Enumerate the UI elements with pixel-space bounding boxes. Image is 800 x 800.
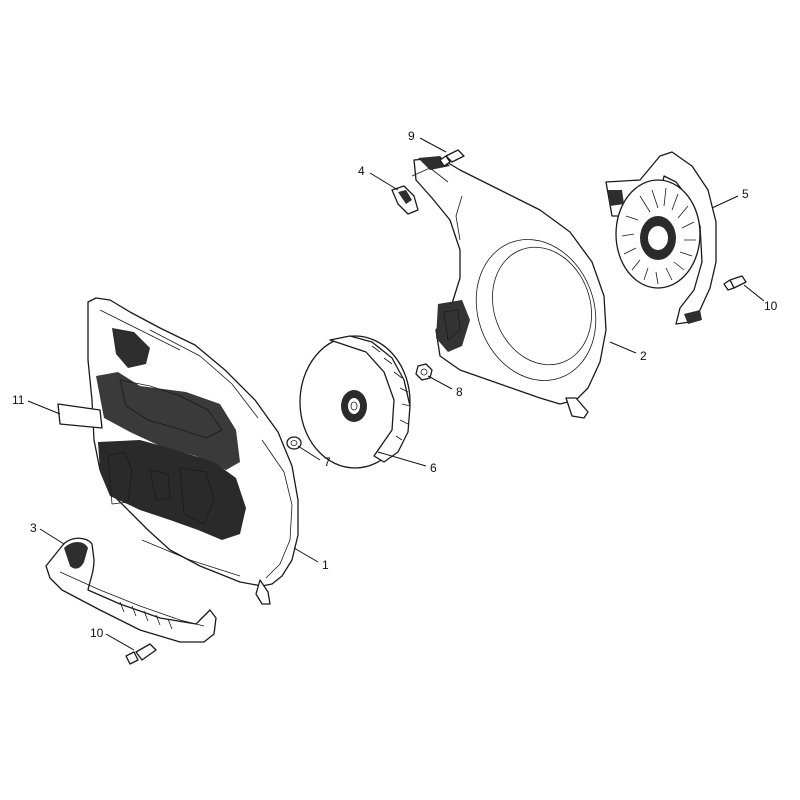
leader-1 [293,547,319,563]
leader-11 [27,400,61,415]
part-5-recoil-starter [605,151,717,325]
callout-5: 5 [742,187,749,201]
leader-10-upper [743,284,765,302]
leader-8 [427,375,453,390]
leader-6 [377,451,427,467]
part-9-screw [439,149,465,167]
callout-4: 4 [358,164,365,178]
leader-2 [609,341,637,354]
callout-1: 1 [322,558,329,572]
callout-9: 9 [408,129,415,143]
leader-10-lower [105,633,135,651]
callout-10-upper: 10 [764,299,778,313]
leader-5 [711,195,739,209]
part-1-fan-housing-left [87,297,299,605]
callout-10-lower: 10 [90,626,104,640]
leader-3 [39,528,65,545]
callout-6: 6 [430,461,437,475]
leader-7 [297,445,321,461]
callout-8: 8 [456,385,463,399]
callout-2: 2 [640,349,647,363]
part-2-fan-cover [411,156,607,419]
callout-7: 7 [324,455,331,469]
callout-numbers: 1 2 3 4 5 6 7 8 9 10 10 11 [12,129,778,640]
leader-lines [27,137,765,651]
callout-11: 11 [12,393,25,407]
part-7-washer [286,436,302,450]
starter-vanes [621,187,696,285]
part-3-handle [45,537,217,643]
part-10-screw-upper [723,275,747,291]
part-8-nut [415,363,433,381]
part-10-screw-lower [125,643,157,665]
leader-9 [419,137,447,153]
part-11-decal [57,403,103,429]
part-6-fan-impeller [299,335,411,469]
leader-4 [369,172,399,191]
part-4-clip [391,185,419,215]
callout-3: 3 [30,521,37,535]
